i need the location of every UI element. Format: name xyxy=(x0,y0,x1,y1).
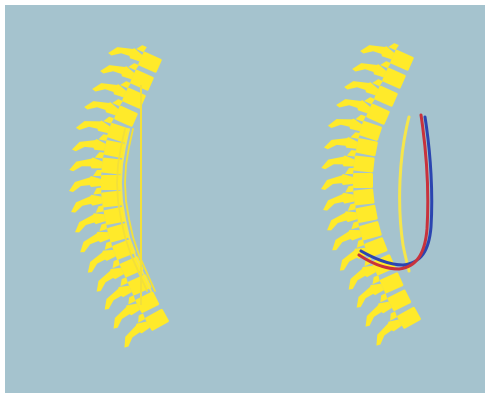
spine-diagram xyxy=(5,5,485,393)
vertebral-body xyxy=(353,173,373,188)
figure-frame xyxy=(5,5,485,393)
background xyxy=(5,5,485,393)
vertebral-body xyxy=(353,188,375,205)
vertebral-body xyxy=(353,155,375,172)
